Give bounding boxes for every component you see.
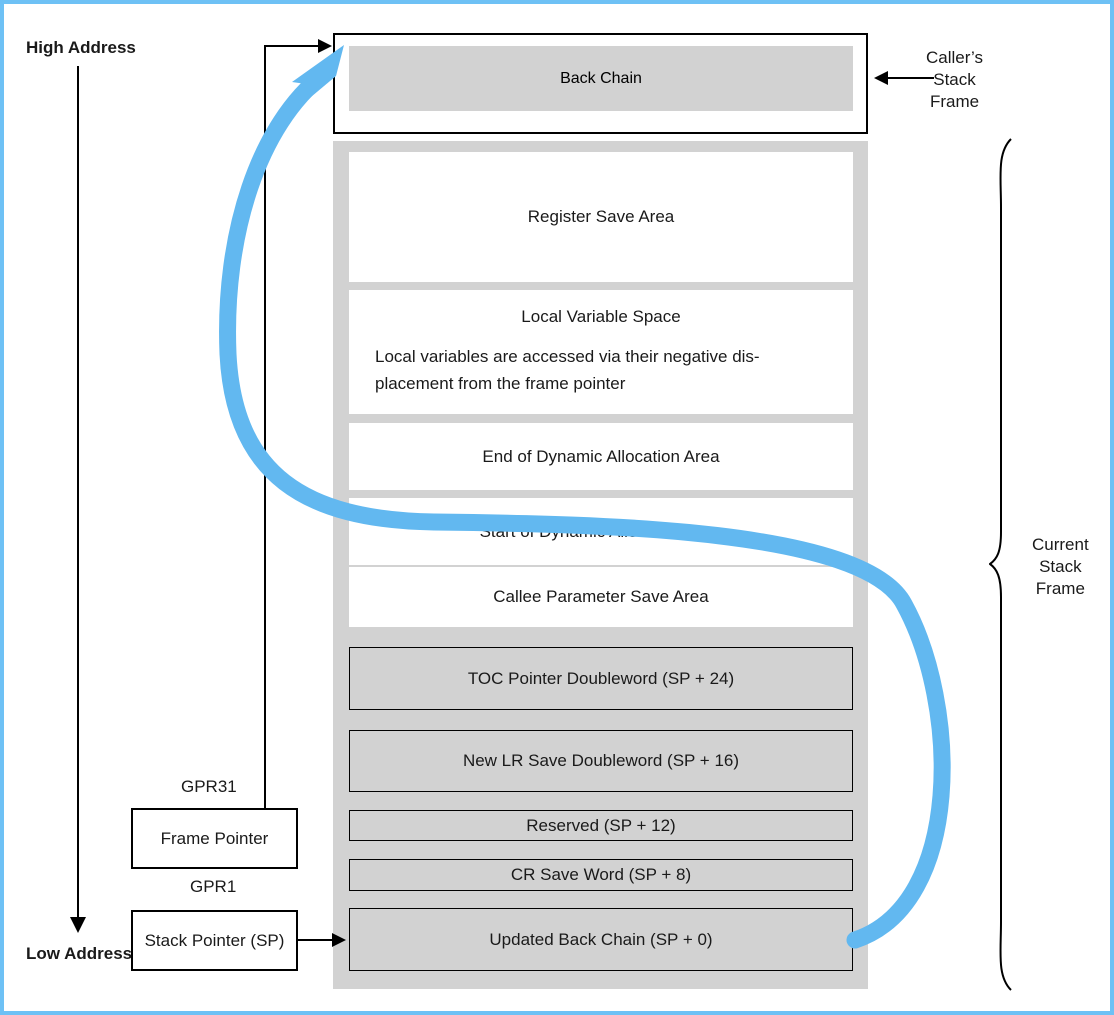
high-address-label: High Address	[26, 38, 136, 57]
cell-end-of-dynamic-allocation-area: End of Dynamic Allocation Area	[349, 423, 853, 490]
local-var-body-line1: Local variables are accessed via their n…	[375, 346, 760, 366]
low-address-label: Low Address	[26, 944, 133, 963]
frame-pointer-connector-horizontal	[264, 45, 326, 47]
frame-pointer-connector-vertical	[264, 45, 266, 810]
cell-toc-pointer-doubleword: TOC Pointer Doubleword (SP + 24)	[349, 647, 853, 710]
frame-pointer-label: Frame Pointer	[160, 828, 269, 848]
cell-back-chain-label: Back Chain	[560, 69, 642, 87]
stack-pointer-connector-line	[298, 939, 334, 941]
cell-updated-back-chain-label: Updated Back Chain (SP + 0)	[489, 929, 713, 949]
cell-callee-parameter-save-area-label: Callee Parameter Save Area	[493, 587, 709, 606]
cell-callee-parameter-save-area: Callee Parameter Save Area	[349, 567, 853, 627]
cell-local-variable-space: Local Variable Space Local variables are…	[349, 290, 853, 414]
cell-local-variable-space-body: Local variables are accessed via their n…	[375, 343, 827, 397]
cell-new-lr-save-doubleword: New LR Save Doubleword (SP + 16)	[349, 730, 853, 792]
cell-back-chain: Back Chain	[349, 46, 853, 111]
cell-register-save-area-label: Register Save Area	[527, 207, 675, 226]
cell-cr-save-word: CR Save Word (SP + 8)	[349, 859, 853, 891]
frame-pointer-arrowhead	[318, 39, 332, 53]
cell-start-of-dynamic-allocation-area-label: Start of Dynamic Allocation Area	[479, 521, 723, 541]
cell-updated-back-chain: Updated Back Chain (SP + 0)	[349, 908, 853, 971]
callers-frame-arrowhead	[874, 71, 888, 85]
cell-new-lr-save-doubleword-label: New LR Save Doubleword (SP + 16)	[462, 751, 740, 770]
current-stack-frame-annotation: Current Stack Frame	[1032, 535, 1089, 598]
frame-pointer-box: Frame Pointer	[131, 808, 298, 869]
current-stack-frame-brace	[989, 137, 1019, 992]
cell-end-of-dynamic-allocation-area-label: End of Dynamic Allocation Area	[482, 446, 720, 466]
stack-pointer-label: Stack Pointer (SP)	[144, 930, 285, 950]
address-direction-line	[77, 66, 79, 921]
gpr1-label: GPR1	[190, 877, 237, 896]
cell-toc-pointer-doubleword-label: TOC Pointer Doubleword (SP + 24)	[467, 668, 735, 688]
cell-start-of-dynamic-allocation-area: Start of Dynamic Allocation Area	[349, 498, 853, 565]
cell-reserved-label: Reserved (SP + 12)	[526, 815, 676, 835]
cell-local-variable-space-label: Local Variable Space	[521, 306, 681, 326]
cell-register-save-area: Register Save Area	[349, 152, 853, 282]
stack-pointer-box: Stack Pointer (SP)	[131, 910, 298, 971]
address-direction-arrowhead	[70, 917, 86, 933]
local-var-body-line2: placement from the frame pointer	[375, 374, 626, 393]
stack-pointer-arrowhead	[332, 933, 346, 947]
callers-stack-frame-annotation: Caller’s Stack Frame	[926, 48, 984, 111]
cell-cr-save-word-label: CR Save Word (SP + 8)	[510, 865, 692, 884]
cell-reserved: Reserved (SP + 12)	[349, 810, 853, 841]
gpr31-label: GPR31	[181, 777, 237, 796]
